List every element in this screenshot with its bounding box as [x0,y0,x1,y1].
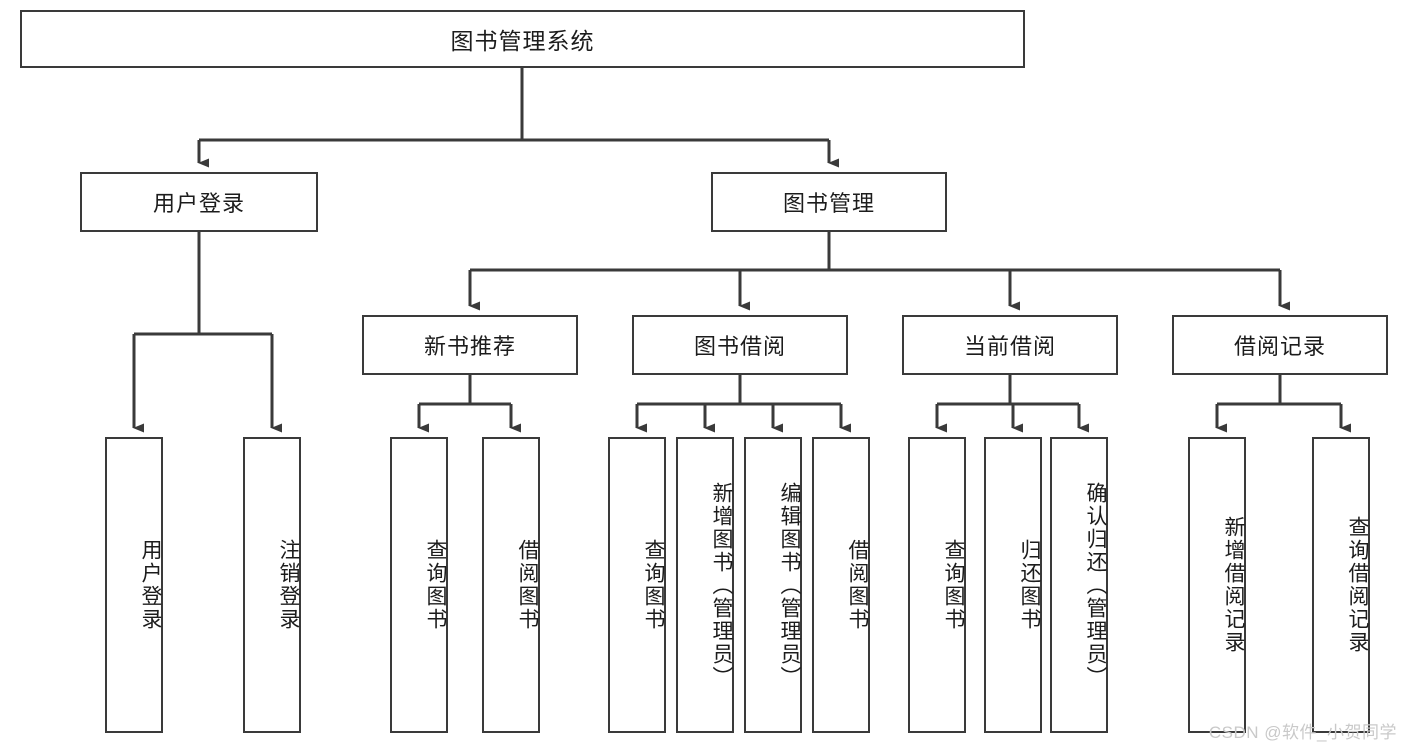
leaf-edit-book-admin-label: 编辑图书（管理员） [778,481,801,689]
node-book-manage-label: 图书管理 [782,191,875,216]
leaf-query-borrow-record-label: 查询借阅记录 [1346,516,1369,654]
node-book-borrow[interactable]: 图书借阅 [632,315,848,375]
leaf-user-login-label: 用户登录 [139,539,162,631]
leaf-return-book-label: 归还图书 [1018,539,1041,631]
leaf-edit-book-admin[interactable]: 编辑图书（管理员） [744,437,802,733]
leaf-logout-login[interactable]: 注销登录 [243,437,301,733]
leaf-query-book-1-label: 查询图书 [424,539,447,631]
node-root[interactable]: 图书管理系统 [20,10,1025,68]
node-root-label: 图书管理系统 [450,28,595,54]
node-user-login-label: 用户登录 [152,191,245,216]
leaf-add-borrow-record-label: 新增借阅记录 [1222,516,1245,654]
watermark: CSDN @软件_小贺同学 [1208,723,1397,742]
node-new-book-recommend[interactable]: 新书推荐 [362,315,578,375]
leaf-query-book-3[interactable]: 查询图书 [908,437,966,733]
leaf-borrow-book-1[interactable]: 借阅图书 [482,437,540,733]
leaf-logout-login-label: 注销登录 [277,539,300,631]
leaf-query-book-3-label: 查询图书 [942,539,965,631]
leaf-query-borrow-record[interactable]: 查询借阅记录 [1312,437,1370,733]
leaf-add-book-admin[interactable]: 新增图书（管理员） [676,437,734,733]
leaf-query-book-1[interactable]: 查询图书 [390,437,448,733]
node-user-login[interactable]: 用户登录 [80,172,318,232]
leaf-return-book[interactable]: 归还图书 [984,437,1042,733]
node-book-borrow-label: 图书借阅 [693,334,786,359]
leaf-user-login[interactable]: 用户登录 [105,437,163,733]
leaf-add-book-admin-label: 新增图书（管理员） [710,481,733,689]
leaf-borrow-book-1-label: 借阅图书 [516,539,539,631]
leaf-borrow-book-2[interactable]: 借阅图书 [812,437,870,733]
leaf-query-book-2-label: 查询图书 [642,539,665,631]
node-current-borrow-label: 当前借阅 [963,334,1056,359]
node-borrow-record[interactable]: 借阅记录 [1172,315,1388,375]
leaf-add-borrow-record[interactable]: 新增借阅记录 [1188,437,1246,733]
node-book-manage[interactable]: 图书管理 [711,172,947,232]
leaf-borrow-book-2-label: 借阅图书 [846,539,869,631]
leaf-confirm-return-admin[interactable]: 确认归还（管理员） [1050,437,1108,733]
node-new-book-recommend-label: 新书推荐 [423,334,516,359]
node-borrow-record-label: 借阅记录 [1233,334,1326,359]
leaf-confirm-return-admin-label: 确认归还（管理员） [1084,481,1107,689]
leaf-query-book-2[interactable]: 查询图书 [608,437,666,733]
node-current-borrow[interactable]: 当前借阅 [902,315,1118,375]
